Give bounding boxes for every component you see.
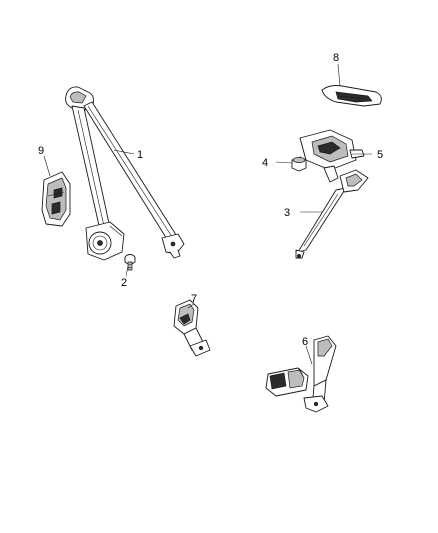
leader-8 (337, 63, 341, 87)
callout-2: 2 (121, 277, 127, 289)
callout-3: 3 (284, 207, 290, 219)
leader-9 (43, 155, 51, 177)
callout-8: 8 (333, 52, 339, 64)
callout-labels: 1 2 3 4 5 6 7 8 9 (38, 52, 383, 348)
callout-6: 6 (302, 336, 308, 348)
center-buckle-assembly[interactable] (265, 335, 337, 413)
leader-1 (113, 149, 135, 155)
headliner-bezel[interactable] (321, 85, 382, 107)
callout-4: 4 (262, 157, 268, 169)
knob-cap[interactable] (291, 156, 307, 172)
leader-6 (305, 345, 313, 365)
callout-1: 1 (137, 149, 143, 161)
height-adjuster-rail[interactable] (295, 169, 369, 259)
trim-bezel[interactable] (41, 171, 71, 227)
callout-7: 7 (191, 293, 197, 305)
seat-belt-retractor-assembly[interactable] (65, 86, 185, 261)
bolt[interactable] (124, 254, 136, 271)
callout-9: 9 (38, 145, 44, 157)
leader-7 (187, 303, 195, 309)
leader-2 (125, 265, 129, 277)
d-ring-guide[interactable] (299, 129, 365, 183)
leader-lines (43, 63, 372, 365)
callout-5: 5 (377, 149, 383, 161)
leader-4 (275, 161, 293, 164)
seat-belt-buckle[interactable] (173, 299, 211, 357)
